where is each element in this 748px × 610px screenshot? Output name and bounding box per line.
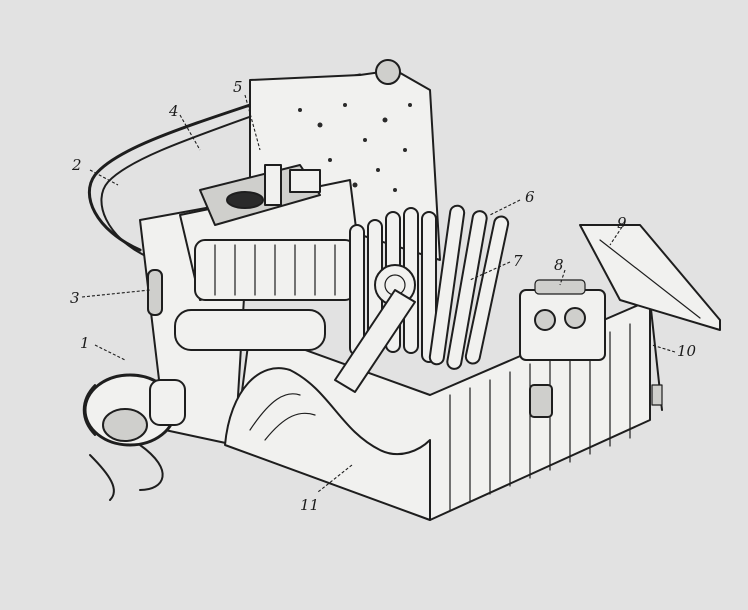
callout-10: 10 <box>677 342 697 360</box>
reel-drum <box>82 373 186 501</box>
lid-knob <box>375 59 401 85</box>
clamp <box>264 164 282 206</box>
side-handle <box>147 269 163 316</box>
callouts: 1 2 3 4 5 6 7 8 9 10 11 <box>70 78 697 514</box>
instrument-unit <box>174 164 361 351</box>
callout-3: 3 <box>70 289 80 307</box>
knob-block <box>289 169 321 193</box>
callout-4: 4 <box>168 102 179 120</box>
blade-tool <box>579 224 721 331</box>
callout-9: 9 <box>617 214 627 232</box>
callout-2: 2 <box>71 156 82 174</box>
small-case <box>519 279 606 361</box>
callout-7: 7 <box>513 252 523 270</box>
side-clip <box>651 384 663 406</box>
callout-5: 5 <box>233 78 243 96</box>
cloth <box>224 367 431 521</box>
tube-set <box>334 204 510 393</box>
front-latch <box>529 384 553 418</box>
callout-6: 6 <box>525 188 535 206</box>
callout-1: 1 <box>80 334 90 352</box>
callout-11: 11 <box>300 496 319 514</box>
leader-lines <box>81 94 676 493</box>
callout-8: 8 <box>554 256 564 274</box>
